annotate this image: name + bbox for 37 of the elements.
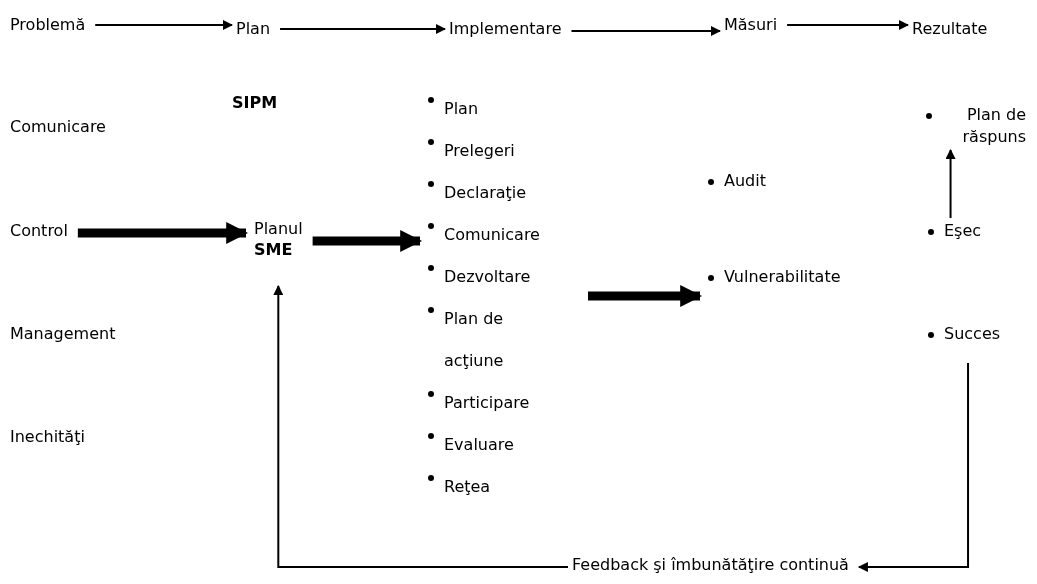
arrow — [570, 26, 721, 36]
row-label: SIPM — [232, 92, 278, 114]
node-text: SME — [254, 239, 294, 260]
node-text: Feedback şi îmbunătăţire continuă — [572, 554, 849, 576]
row-label: Comunicare — [10, 116, 106, 138]
arrow — [279, 24, 446, 34]
arrow — [786, 20, 909, 30]
arrow — [77, 222, 249, 244]
list-item-text: Plan de răspuns — [961, 104, 1026, 148]
node-text: Problemă — [10, 14, 86, 36]
list-item-text: Succes — [944, 323, 1001, 345]
list-item-text: Plan — [444, 98, 479, 120]
list-item-text: Plan de acţiune — [444, 308, 505, 372]
list-item-text: Audit — [724, 170, 766, 192]
arrow — [312, 230, 423, 252]
node-text: Plan — [236, 18, 271, 40]
list-item-text: Declaraţie — [444, 182, 527, 204]
list-item-text: Eşec — [944, 220, 982, 242]
list-item-text: Comunicare — [444, 224, 540, 246]
arrow — [94, 20, 233, 30]
list-item-text: Dezvoltare — [444, 266, 531, 288]
row-label: Management — [10, 323, 116, 345]
list-item-text: Evaluare — [444, 434, 514, 456]
node-text: Control — [10, 220, 68, 242]
arrow — [945, 149, 956, 219]
arrow — [857, 362, 970, 572]
node-text: Implementare — [449, 18, 562, 40]
node-text: Planul — [254, 218, 303, 239]
node-text: Măsuri — [724, 14, 778, 36]
list-item-text: Participare — [444, 392, 530, 414]
list-item-text: Prelegeri — [444, 140, 515, 162]
arrow — [588, 285, 703, 307]
list-item-text: Vulnerabilitate — [724, 266, 841, 288]
node-text: Rezultate — [912, 18, 988, 40]
list-item-text: Reţea — [444, 476, 491, 498]
row-label: Inechităţi — [10, 426, 85, 448]
arrow — [273, 285, 569, 568]
